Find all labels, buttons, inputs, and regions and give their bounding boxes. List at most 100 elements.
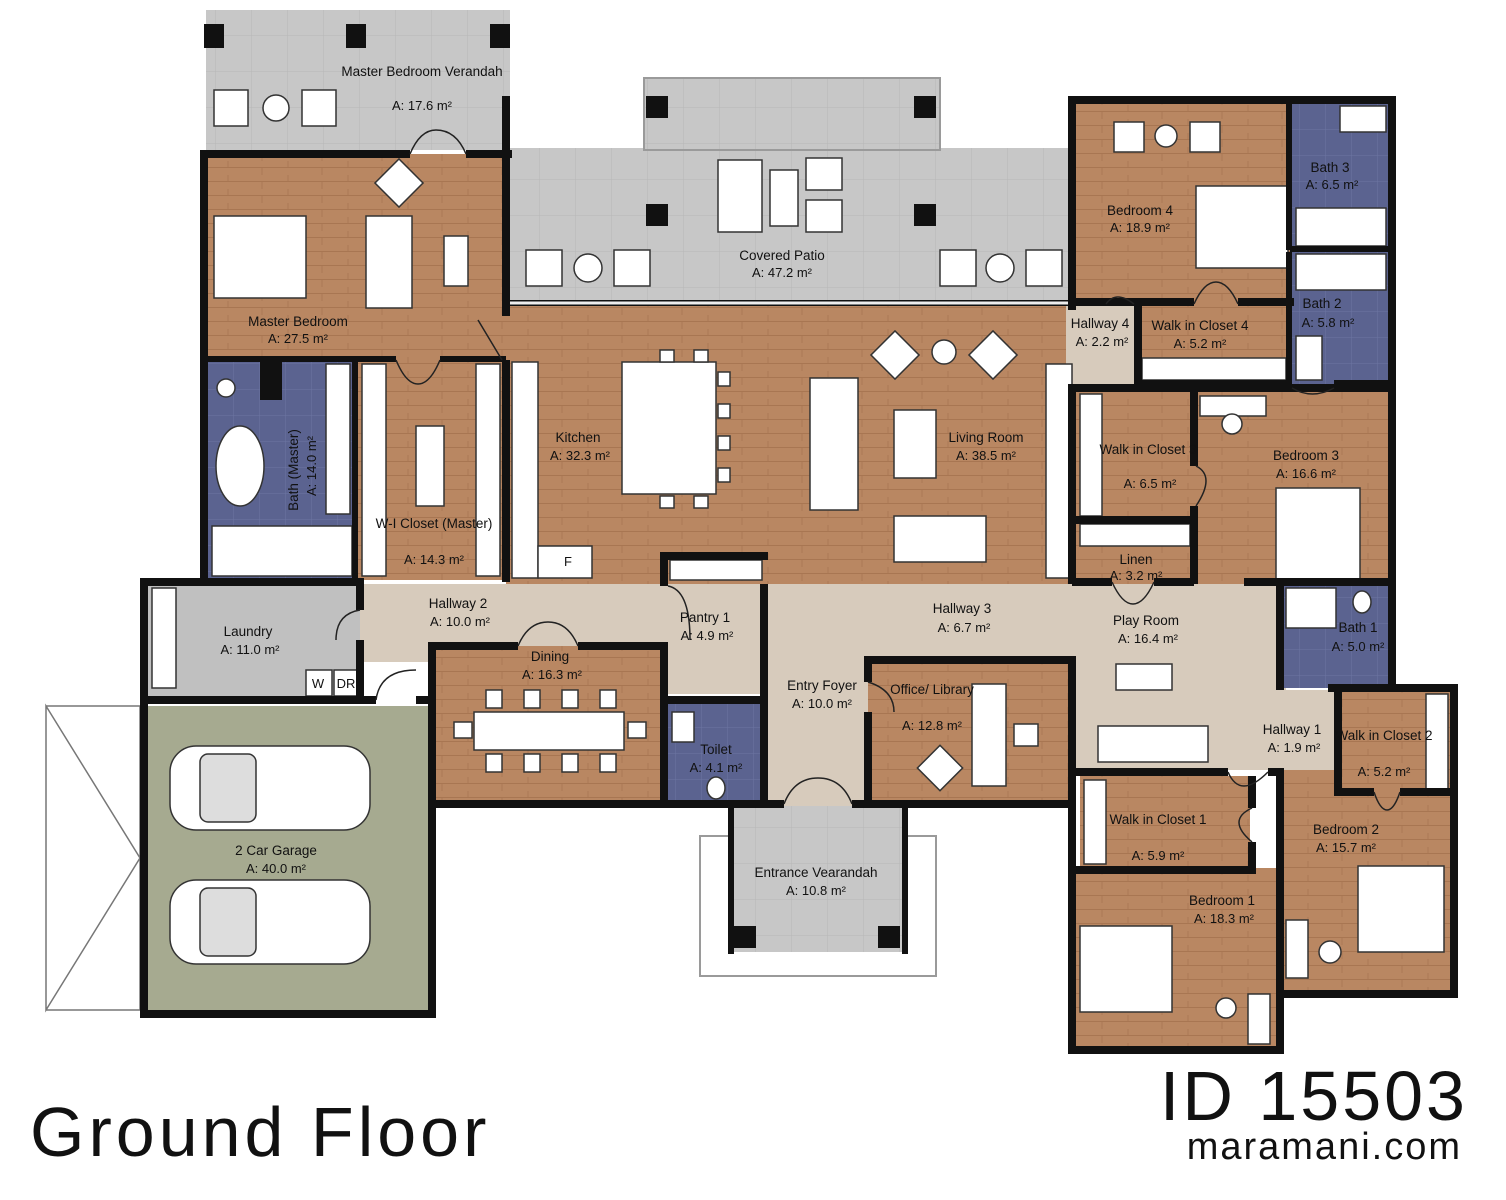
- label-master-bedroom: Master Bedroom: [248, 314, 348, 329]
- door-swing: [409, 129, 467, 155]
- wall: [1154, 578, 1194, 586]
- bedroom4-chair: [1113, 121, 1145, 153]
- label-master-verandah: Master Bedroom Verandah: [341, 64, 502, 79]
- label-toilet: Toilet: [700, 742, 732, 757]
- closet1-floor: [1080, 776, 1250, 868]
- wall: [864, 800, 1076, 808]
- door-swing: [477, 319, 503, 361]
- bedroom1-bed: [1079, 925, 1173, 1013]
- area-bedroom-3: A: 16.6 m²: [1276, 466, 1337, 481]
- door-swing: [1193, 281, 1239, 305]
- area-master-verandah: A: 17.6 m²: [392, 98, 453, 113]
- dining-chair: [523, 753, 541, 773]
- wall: [1072, 578, 1112, 586]
- dining-chair: [485, 753, 503, 773]
- hallway4-floor: [1066, 304, 1138, 384]
- label-walk-in-closet-2: Walk in Closet 2: [1335, 728, 1432, 743]
- area-hallway-1: A: 1.9 m²: [1268, 740, 1321, 755]
- door-swing: [1373, 791, 1401, 811]
- label-walk-in-closet-1: Walk in Closet 1: [1109, 812, 1206, 827]
- bedroom4-table: [1154, 124, 1178, 148]
- label-living-room: Living Room: [948, 430, 1023, 445]
- toilet-basin: [671, 711, 695, 743]
- bedroom1-desk: [1247, 993, 1271, 1045]
- door-swing: [375, 669, 417, 701]
- dining-table: [473, 711, 625, 751]
- label-hallway-2: Hallway 2: [429, 596, 488, 611]
- area-play-room: A: 16.4 m²: [1118, 631, 1179, 646]
- label-pantry-1: Pantry 1: [680, 610, 730, 625]
- wall: [1072, 516, 1196, 524]
- master-armchair: [373, 157, 425, 209]
- wall: [1190, 390, 1198, 466]
- dining-chair: [561, 753, 579, 773]
- fireplace-unit: [1045, 363, 1073, 579]
- label-bedroom-1: Bedroom 1: [1189, 893, 1255, 908]
- island-stool: [693, 349, 709, 363]
- island-stool: [717, 403, 731, 419]
- wall: [660, 800, 768, 808]
- label-laundry: Laundry: [224, 624, 273, 639]
- area-walk-in-closet-1: A: 5.9 m²: [1132, 848, 1185, 863]
- patio-table: [769, 169, 799, 227]
- dining-chair: [599, 689, 617, 709]
- furniture: [151, 89, 1449, 1045]
- area-covered-patio: A: 47.2 m²: [752, 265, 813, 280]
- wall: [356, 640, 364, 700]
- wall: [864, 656, 1076, 664]
- label-wi-closet-master: W-I Closet (Master): [376, 516, 493, 531]
- label-hallway-1: Hallway 1: [1263, 722, 1322, 737]
- car-windshield: [199, 887, 257, 957]
- bedroom1-chair: [1215, 997, 1237, 1019]
- wall: [864, 712, 872, 808]
- kitchen-island: [621, 361, 717, 495]
- dining-chair: [523, 689, 541, 709]
- wall: [260, 360, 282, 400]
- wall: [1068, 96, 1076, 310]
- washer-label: W: [312, 676, 325, 691]
- label-bath-3: Bath 3: [1310, 160, 1349, 175]
- area-laundry: A: 11.0 m²: [220, 642, 280, 657]
- door-swing: [517, 621, 579, 647]
- label-linen: Linen: [1119, 552, 1152, 567]
- coffee-table: [893, 409, 937, 479]
- fridge-label: F: [564, 554, 572, 569]
- wall: [1334, 684, 1342, 794]
- bedroom2-desk: [1285, 919, 1309, 979]
- label-office-library: Office/ Library: [890, 682, 974, 697]
- label-entrance-verandah: Entrance Vearandah: [754, 865, 877, 880]
- area-dining: A: 16.3 m²: [522, 667, 583, 682]
- pillar: [914, 96, 936, 118]
- area-linen: A: 3.2 m²: [1110, 568, 1163, 583]
- bedroom3-desk: [1199, 395, 1267, 417]
- wall: [356, 578, 364, 610]
- island-stool: [659, 349, 675, 363]
- wall: [1238, 298, 1294, 306]
- area-walk-in-closet-2: A: 5.2 m²: [1358, 764, 1411, 779]
- bedroom3-bed: [1275, 487, 1361, 581]
- wall: [428, 700, 436, 1018]
- door-swing: [1291, 387, 1335, 395]
- island-stool: [717, 371, 731, 387]
- wall: [140, 578, 360, 586]
- area-bath-3: A: 6.5 m²: [1306, 177, 1359, 192]
- pillar: [914, 204, 936, 226]
- wall: [1388, 96, 1396, 592]
- toilet-bowl: [706, 776, 726, 800]
- wall: [728, 806, 734, 954]
- area-pantry-1: A: 4.9 m²: [681, 628, 734, 643]
- label-dining: Dining: [531, 649, 569, 664]
- patio-table: [573, 253, 603, 283]
- area-toilet: A: 4.1 m²: [690, 760, 743, 775]
- area-bedroom-4: A: 18.9 m²: [1110, 220, 1171, 235]
- wall: [902, 806, 908, 954]
- door-swing: [783, 777, 853, 805]
- wall: [1068, 660, 1076, 1054]
- kitchen-counter: [537, 545, 593, 579]
- living-sofa: [809, 377, 859, 511]
- shower: [211, 525, 353, 577]
- area-bedroom-2: A: 15.7 m²: [1316, 840, 1377, 855]
- label-garage: 2 Car Garage: [235, 843, 317, 858]
- pantry-floor: [666, 584, 762, 694]
- door-swing: [1238, 807, 1253, 843]
